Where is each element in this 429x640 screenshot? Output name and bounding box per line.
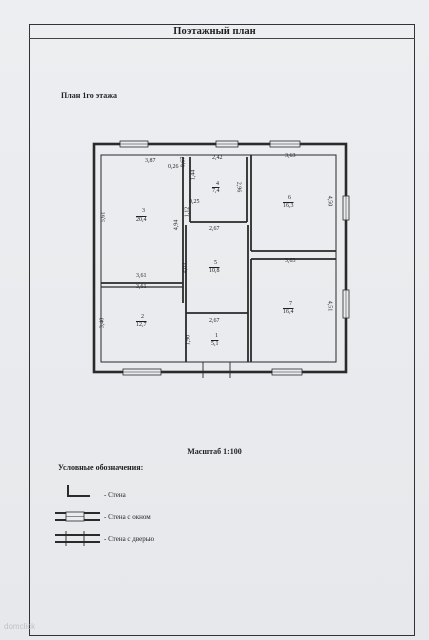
legend-wall-label: - Стена bbox=[104, 491, 126, 499]
room-3-number: 3 bbox=[142, 208, 145, 214]
room-5-area: 10,8 bbox=[209, 268, 220, 274]
room-6-area: 16,3 bbox=[283, 203, 294, 209]
dim-r6-top: 3,63 bbox=[285, 153, 296, 159]
dim-r3-side: 5,61 bbox=[100, 211, 107, 223]
room-1-area: 5,1 bbox=[211, 341, 219, 347]
legend-heading: Условные обозначения: bbox=[58, 463, 144, 472]
watermark: domclick bbox=[4, 622, 36, 631]
room-4-number: 4 bbox=[216, 181, 219, 187]
dim-r4-right: 2,96 bbox=[235, 181, 242, 193]
room-3-area: 20,4 bbox=[136, 217, 147, 223]
room-2-area: 12,7 bbox=[136, 322, 147, 328]
dim-r3-right: 4,94 bbox=[173, 219, 180, 231]
title-divider bbox=[29, 38, 415, 39]
scale-label: Масштаб 1:100 bbox=[187, 447, 242, 456]
legend-door-label: - Стена с дверью bbox=[104, 535, 155, 543]
dim-112: 1,12 bbox=[184, 206, 191, 218]
dim-r5-top: 2,67 bbox=[209, 226, 220, 232]
room-5-number: 5 bbox=[214, 260, 217, 266]
dim-067: 0,67 bbox=[180, 156, 187, 168]
room-1-number: 1 bbox=[215, 333, 218, 339]
room-6-number: 6 bbox=[288, 195, 291, 201]
document-title: Поэтажный план bbox=[173, 26, 256, 37]
dim-144: 1,44 bbox=[190, 169, 197, 181]
dim-r7-right: 4,51 bbox=[326, 300, 333, 312]
inner-face bbox=[100, 154, 337, 363]
plan-subtitle: План 1го этажа bbox=[61, 91, 118, 100]
outer-wall bbox=[92, 142, 348, 374]
dim-026: 0,26 bbox=[168, 164, 179, 170]
room-7-number: 7 bbox=[289, 301, 292, 307]
dim-r1-top: 2,67 bbox=[209, 318, 220, 324]
room-7-area: 16,4 bbox=[283, 309, 294, 315]
dim-r2-top: 3,61 bbox=[136, 284, 147, 290]
dim-r6-right: 4,50 bbox=[326, 195, 333, 207]
room-4-area: 7,4 bbox=[212, 188, 220, 194]
dim-r3-bottom: 3,61 bbox=[136, 273, 147, 279]
legend-wall-symbol bbox=[67, 485, 90, 497]
page-frame bbox=[29, 24, 415, 636]
dim-r2-side: 3,40 bbox=[99, 317, 106, 329]
dim-025: 0,25 bbox=[189, 199, 200, 205]
dim-r3-top: 3,87 bbox=[145, 158, 156, 164]
dim-r5-left: 4,03 bbox=[182, 262, 189, 274]
dim-r1-left: 1,90 bbox=[185, 334, 192, 346]
room-2-number: 2 bbox=[141, 314, 144, 320]
dim-r7-top: 3,63 bbox=[285, 258, 296, 264]
dim-r4-top: 2,42 bbox=[212, 155, 223, 161]
legend-window-label: - Стена с окном bbox=[104, 513, 151, 521]
